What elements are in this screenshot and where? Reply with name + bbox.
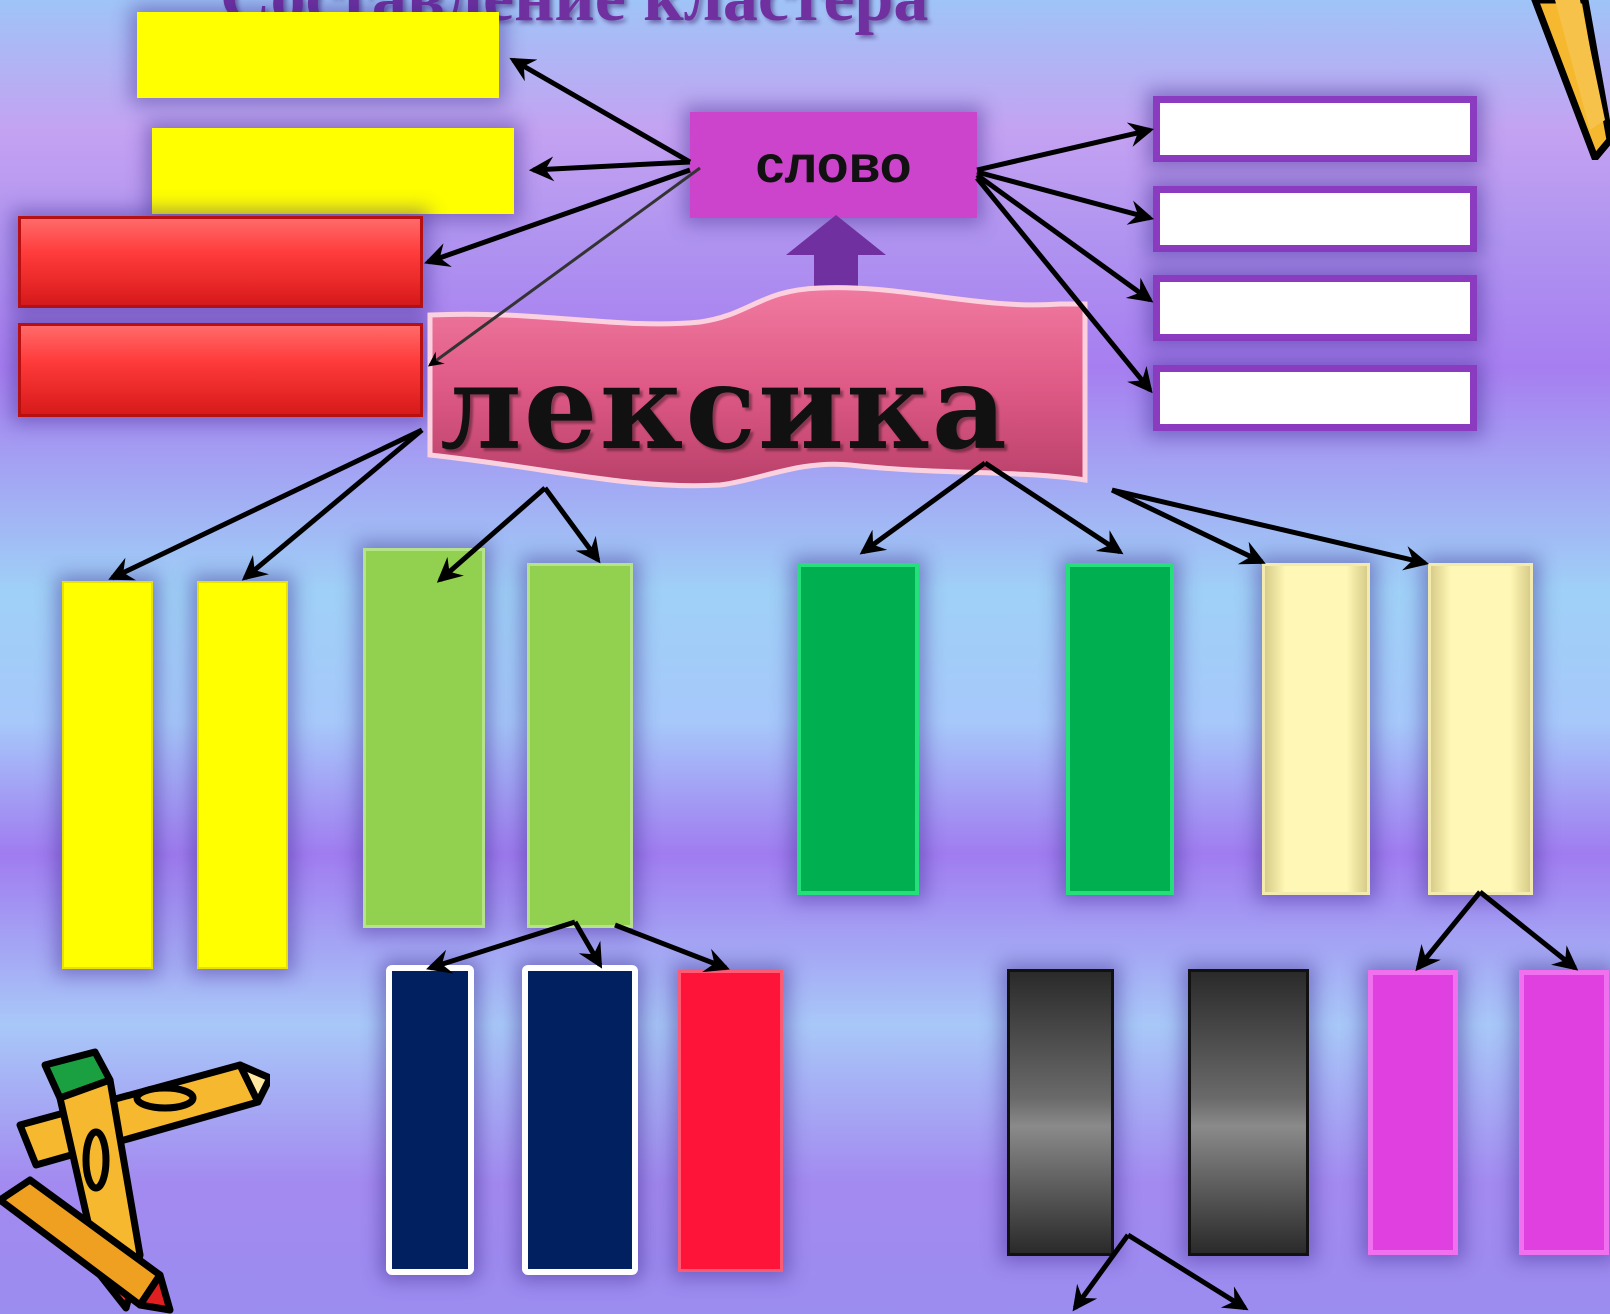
cream-column-1[interactable]	[1262, 563, 1370, 895]
light-green-column-1[interactable]	[363, 548, 485, 928]
arrow-to-magenta-1	[1418, 892, 1480, 968]
center-word-box: слово	[690, 112, 977, 218]
crayon-corner-icon	[1525, 0, 1610, 160]
arrow-to-yellow-1	[513, 60, 690, 162]
yellow-column-1[interactable]	[62, 581, 153, 969]
arrow-to-navy-2	[575, 922, 600, 965]
dark-green-column-2[interactable]	[1066, 563, 1174, 895]
dark-green-column-1[interactable]	[797, 563, 919, 895]
black-column-1[interactable]	[1007, 969, 1114, 1256]
arrow-to-white-1	[977, 130, 1150, 170]
white-empty-box-4[interactable]	[1153, 365, 1477, 431]
red-empty-box-2[interactable]	[18, 323, 423, 417]
arrow-to-magenta-2	[1480, 892, 1575, 968]
arrow-to-cream-col-2	[1112, 490, 1425, 563]
black-column-2[interactable]	[1188, 969, 1309, 1256]
arrow-to-navy-1	[430, 922, 575, 968]
pencils-clipart-icon	[0, 1040, 270, 1314]
cream-column-2[interactable]	[1428, 563, 1533, 895]
magenta-column-2[interactable]	[1519, 970, 1609, 1255]
banner-word: лексика	[440, 338, 1080, 478]
magenta-column-1[interactable]	[1368, 970, 1458, 1255]
light-green-column-2[interactable]	[527, 563, 633, 928]
arrow-to-crimson	[615, 925, 726, 968]
navy-column-1[interactable]	[386, 965, 474, 1275]
white-empty-box-3[interactable]	[1153, 275, 1477, 341]
white-empty-box-2[interactable]	[1153, 186, 1477, 252]
arrow-to-cream-col-1	[1112, 490, 1262, 562]
crimson-column[interactable]	[678, 970, 783, 1272]
white-empty-box-1[interactable]	[1153, 96, 1477, 162]
yellow-empty-box-1[interactable]	[137, 12, 499, 98]
red-empty-box-1[interactable]	[18, 216, 423, 308]
yellow-empty-box-2[interactable]	[152, 128, 514, 214]
yellow-column-2[interactable]	[197, 581, 288, 969]
arrow-to-white-2	[977, 172, 1150, 218]
navy-column-2[interactable]	[522, 965, 638, 1275]
arrow-to-yellow-2	[533, 162, 690, 170]
